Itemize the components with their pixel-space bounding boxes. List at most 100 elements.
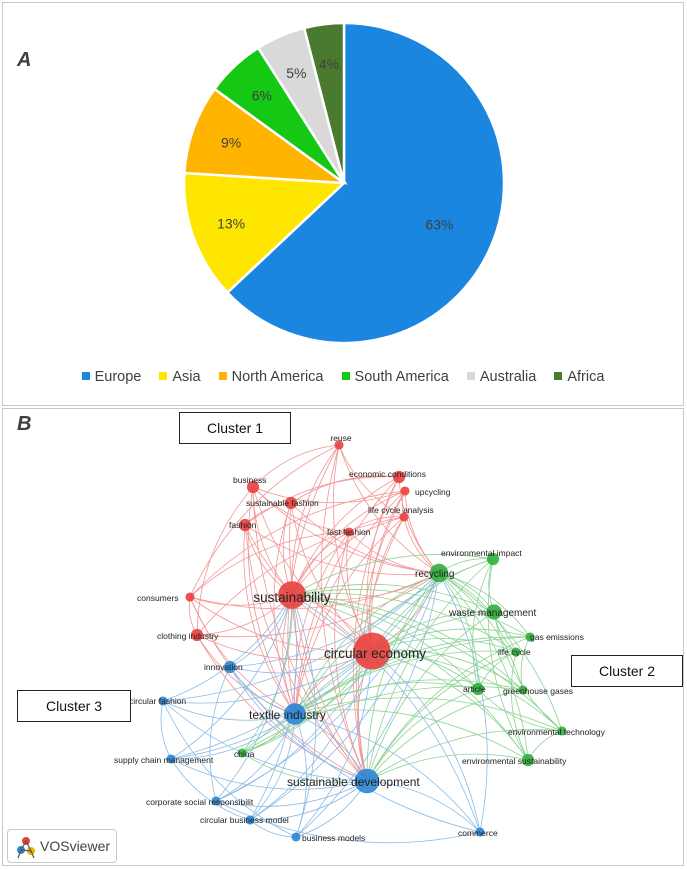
legend-item-asia: Asia — [159, 369, 201, 385]
network-edge — [295, 572, 440, 838]
network-label: environmental impact — [441, 548, 522, 558]
network-edge — [170, 758, 251, 821]
network-edge — [338, 444, 440, 574]
network-edge — [438, 572, 479, 690]
legend-swatch — [218, 372, 227, 381]
network-edge — [493, 611, 563, 732]
vosviewer-label: VOSviewer — [40, 838, 111, 854]
network-edge — [244, 524, 440, 576]
network-edge — [371, 650, 563, 732]
network-edge — [162, 700, 368, 782]
network-node-environmental-technology — [557, 726, 567, 736]
network-node-supply-chain-management — [166, 754, 176, 764]
network-edge — [295, 650, 373, 838]
legend-item-europe: Europe — [81, 369, 141, 385]
network-node-business — [246, 480, 260, 494]
network-edge — [366, 729, 563, 782]
network-edge — [371, 628, 531, 652]
network-label: consumers — [137, 593, 179, 603]
legend-swatch — [81, 372, 90, 381]
network-edge — [366, 651, 517, 782]
panel-letter-b: B — [17, 413, 32, 435]
network-label: sustainable fashion — [246, 498, 319, 508]
network-edge — [438, 572, 524, 691]
network-edge — [291, 594, 529, 761]
network-edge — [229, 666, 368, 782]
network-edge — [189, 596, 368, 782]
network-label: fast fashion — [327, 527, 371, 537]
legend-swatch — [341, 372, 350, 381]
legend-swatch — [466, 372, 475, 381]
network-edge — [366, 753, 529, 782]
network-node-environmental-sustainability — [521, 753, 535, 767]
pie-value-label: 5% — [286, 65, 306, 81]
network-labels: circular economysustainabilityreuseecono… — [114, 433, 606, 843]
pie-value-label: 6% — [252, 88, 272, 104]
panel-letter-a: A — [17, 49, 32, 71]
network-label: article — [463, 684, 486, 694]
network-node-textile-industry — [284, 703, 306, 725]
network-edge — [162, 572, 440, 702]
network-edge — [215, 650, 373, 802]
network-node-economic-conditions — [392, 470, 406, 484]
network-label: clothing industry — [157, 631, 219, 641]
network-edge — [291, 594, 563, 732]
network-label: upcycling — [415, 487, 451, 497]
network-edge — [356, 490, 406, 782]
network-edge — [189, 531, 350, 598]
network-node-clothing-industry — [190, 628, 204, 642]
network-label: commerce — [458, 828, 498, 838]
network-edge — [162, 650, 373, 704]
network-edge — [404, 490, 440, 574]
network-node-circular-economy — [353, 632, 391, 670]
vosviewer-logo: VOSviewer — [7, 829, 117, 863]
network-edge — [291, 594, 524, 691]
network-edge — [241, 752, 368, 783]
legend-item-south-america: South America — [341, 369, 449, 385]
network-edge — [438, 572, 529, 761]
network-label: economic conditions — [349, 469, 426, 479]
network-node-life-cycle — [511, 647, 521, 657]
network-node-reuse — [334, 440, 344, 450]
network-edge — [289, 502, 368, 782]
network-edge — [291, 592, 517, 653]
legend-item-australia: Australia — [466, 369, 536, 385]
network-label: business — [233, 475, 267, 485]
network-node-commerce — [475, 827, 485, 837]
legend-swatch — [159, 372, 168, 381]
network-edge — [170, 713, 296, 760]
network-edge — [215, 572, 440, 802]
vos-logo-icon — [17, 837, 35, 859]
network-edge — [229, 666, 481, 833]
network-edge — [244, 476, 400, 526]
network-edge — [366, 689, 524, 782]
legend-item-north-america: North America — [218, 369, 324, 385]
network-edge — [209, 666, 231, 802]
network-edge — [294, 490, 406, 715]
network-edge — [229, 666, 296, 715]
network-node-life-cycle-analysis — [399, 512, 409, 522]
network-edge — [196, 634, 296, 715]
network-edge — [487, 558, 529, 761]
network-edge — [294, 572, 440, 715]
network-edge — [252, 486, 440, 574]
network-label: supply chain management — [114, 755, 214, 765]
network-edge — [366, 688, 479, 782]
network-edge — [338, 444, 405, 518]
network-edge — [477, 688, 563, 732]
network-label: circular fashion — [129, 696, 186, 706]
pie-value-label: 63% — [425, 216, 453, 232]
keyword-network: circular economysustainabilityreuseecono… — [114, 433, 606, 844]
network-edge — [290, 475, 400, 504]
legend-swatch — [554, 372, 563, 381]
network-edge — [215, 594, 293, 802]
pie-value-label: 9% — [221, 134, 241, 150]
pie-slice-asia — [182, 171, 347, 295]
network-edge — [196, 572, 440, 638]
network-label: waste management — [448, 608, 536, 619]
network-node-sustainability — [278, 581, 306, 609]
network-edge — [252, 486, 350, 533]
network-edge — [162, 594, 293, 702]
network-node-china — [237, 748, 247, 758]
